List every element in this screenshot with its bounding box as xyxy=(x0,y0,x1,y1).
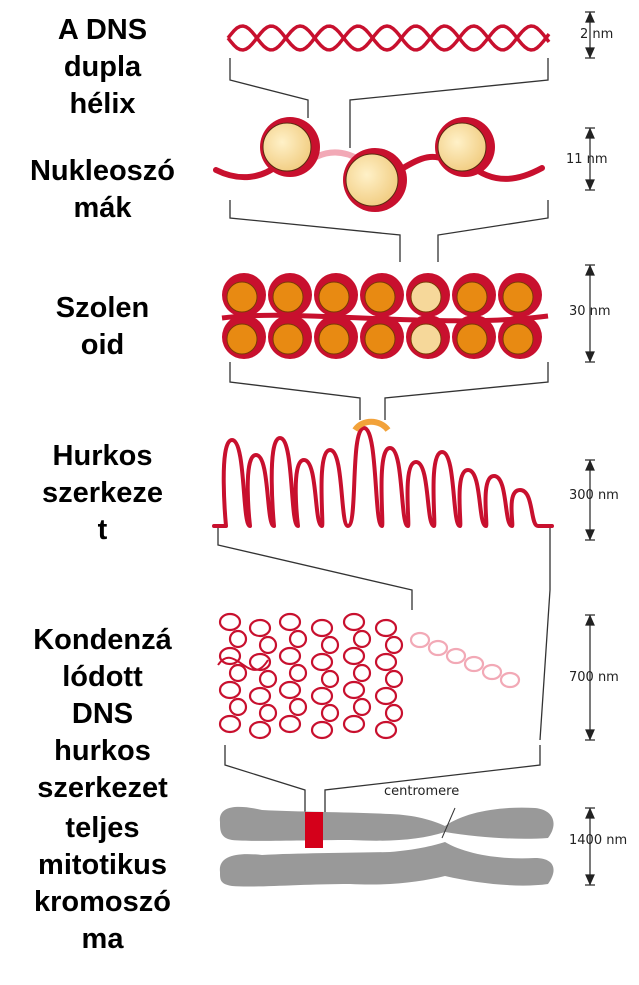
nucleosome-1 xyxy=(260,117,320,177)
condensed-coil xyxy=(280,614,300,630)
condensed-coil xyxy=(344,682,364,698)
condensed-coil xyxy=(312,620,332,636)
condensed-coil xyxy=(280,648,300,664)
label-loop-structure: Hurkos szerkeze t xyxy=(0,438,205,549)
condensed-coil xyxy=(290,665,306,681)
condensed-coil xyxy=(376,688,396,704)
condensed-coil xyxy=(280,716,300,732)
scale-bars xyxy=(585,12,595,885)
centromere-label: centromere xyxy=(384,784,459,799)
condensed-coil-light xyxy=(501,673,519,687)
nucleosome-3 xyxy=(435,117,495,177)
scale-700nm: 700 nm xyxy=(569,670,619,685)
condensed-coil xyxy=(260,705,276,721)
looped-domains xyxy=(214,422,552,526)
condensed-coil-light xyxy=(429,641,447,655)
condensed-coil xyxy=(322,705,338,721)
condensed-coil xyxy=(290,631,306,647)
condensed-coil xyxy=(376,620,396,636)
condensed-coil xyxy=(344,614,364,630)
zoom-guide-2 xyxy=(230,200,548,262)
condensed-coil-light xyxy=(411,633,429,647)
label-dna-double-helix: A DNS dupla hélix xyxy=(0,12,205,123)
solenoid-nucleosome xyxy=(314,273,358,317)
zoom-guide-3 xyxy=(230,362,548,420)
condensed-coil xyxy=(260,671,276,687)
solenoid-nucleosome xyxy=(360,273,404,317)
chromatid-bottom xyxy=(220,842,554,887)
condensed-coil xyxy=(376,722,396,738)
condensed-coil-light xyxy=(483,665,501,679)
condensed-coil xyxy=(230,631,246,647)
solenoid-nucleosome xyxy=(268,273,312,317)
condensed-coil xyxy=(250,688,270,704)
condensed-coil xyxy=(354,631,370,647)
zoom-guide-5 xyxy=(225,745,540,812)
label-condensed-loops: Kondenzá lódott DNS hurkos szerkezet xyxy=(0,622,205,807)
dna-double-helix xyxy=(228,26,549,50)
solenoid-nucleosome xyxy=(222,315,266,359)
label-mitotic-chromosome: teljes mitotikus kromoszó ma xyxy=(0,810,205,958)
solenoid-nucleosome xyxy=(498,273,542,317)
solenoid xyxy=(222,273,548,359)
condensed-coil xyxy=(220,716,240,732)
condensed-coil xyxy=(280,682,300,698)
solenoid-nucleosome xyxy=(268,315,312,359)
condensed-coil-light xyxy=(447,649,465,663)
condensed-coil xyxy=(220,682,240,698)
solenoid-nucleosome xyxy=(314,315,358,359)
label-nucleosomes: Nukleoszó mák xyxy=(0,153,205,227)
condensed-coil xyxy=(344,648,364,664)
condensed-coil xyxy=(376,654,396,670)
condensed-coil xyxy=(386,705,402,721)
scale-1400nm: 1400 nm xyxy=(569,833,627,848)
nucleosome-2 xyxy=(343,148,407,212)
condensed-coil xyxy=(220,614,240,630)
condensed-coil xyxy=(386,637,402,653)
scale-300nm: 300 nm xyxy=(569,488,619,503)
mitotic-chromosome xyxy=(220,807,554,887)
condensed-coil xyxy=(312,688,332,704)
condensed-coil xyxy=(250,620,270,636)
condensed-coil xyxy=(312,654,332,670)
condensed-coil xyxy=(290,699,306,715)
condensed-coil xyxy=(260,637,276,653)
condensed-coil xyxy=(230,665,246,681)
condensed-coil xyxy=(386,671,402,687)
condensed-coil-light xyxy=(465,657,483,671)
chromatid-top xyxy=(220,807,554,841)
label-solenoid: Szolen oid xyxy=(0,290,205,364)
condensed-coil xyxy=(344,716,364,732)
nucleosomes xyxy=(216,117,542,212)
condensed-coil xyxy=(230,699,246,715)
condensed-coil xyxy=(354,665,370,681)
condensed-coil xyxy=(312,722,332,738)
zoom-region-marker xyxy=(305,812,323,848)
scale-2nm: 2 nm xyxy=(580,27,613,42)
condensed-coil xyxy=(322,637,338,653)
scale-30nm: 30 nm xyxy=(569,304,611,319)
solenoid-nucleosome xyxy=(406,273,450,317)
condensed-loops xyxy=(218,614,519,738)
solenoid-nucleosome xyxy=(452,273,496,317)
solenoid-nucleosome xyxy=(222,273,266,317)
condensed-coil xyxy=(250,722,270,738)
condensed-coil xyxy=(322,671,338,687)
scale-11nm: 11 nm xyxy=(566,152,608,167)
condensed-coil xyxy=(354,699,370,715)
